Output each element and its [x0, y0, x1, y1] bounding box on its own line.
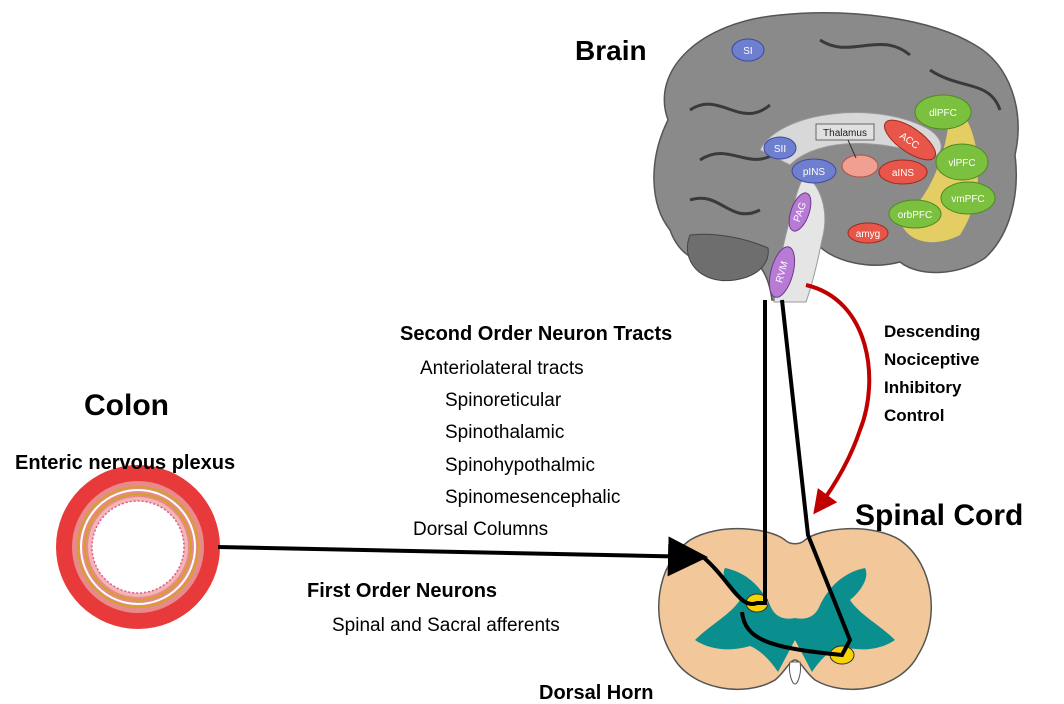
dorsal-horn-label: Dorsal Horn: [539, 682, 653, 704]
first-order-heading: First Order Neurons: [307, 580, 497, 602]
svg-text:pINS: pINS: [803, 167, 826, 178]
region-orbpfc: orbPFC: [889, 200, 941, 228]
enteric-plexus-label: Enteric nervous plexus: [15, 452, 235, 474]
region-vlpfc: vlPFC: [936, 144, 988, 180]
region-amyg: amyg: [848, 223, 888, 243]
svg-text:Thalamus: Thalamus: [823, 128, 867, 139]
brain-title: Brain: [575, 35, 647, 66]
descending-line-1: Descending: [884, 322, 980, 341]
svg-text:orbPFC: orbPFC: [898, 210, 932, 221]
first-order-neuron-line: [218, 547, 700, 557]
first-order-sub: Spinal and Sacral afferents: [332, 615, 560, 636]
descending-line-3: Inhibitory: [884, 378, 962, 397]
colon-title: Colon: [84, 389, 169, 422]
descending-line-2: Nociceptive: [884, 350, 979, 369]
spinal-cord-cross-section: [659, 529, 931, 690]
region-pins: pINS: [792, 159, 836, 183]
region-vmpfc: vmPFC: [941, 182, 995, 214]
descending-inhibitory-arrow: [806, 285, 869, 508]
region-dlpfc: dlPFC: [915, 95, 971, 129]
second-order-heading: Second Order Neuron Tracts: [400, 323, 672, 345]
region-si: SI: [732, 39, 764, 61]
tract-spinomesencephalic: Spinomesencephalic: [445, 487, 620, 508]
svg-text:dlPFC: dlPFC: [929, 108, 957, 119]
svg-text:SII: SII: [774, 144, 786, 155]
svg-text:vlPFC: vlPFC: [948, 158, 975, 169]
svg-text:amyg: amyg: [856, 229, 880, 240]
svg-text:aINS: aINS: [892, 168, 915, 179]
tract-spinothalamic: Spinothalamic: [445, 422, 564, 443]
region-ains: aINS: [879, 160, 927, 184]
descending-line-4: Control: [884, 406, 944, 425]
colon-cross-section: [56, 465, 220, 629]
tract-spinohypothalmic: Spinohypothalmic: [445, 455, 595, 476]
region-sii: SII: [764, 137, 796, 159]
tract-spinoreticular: Spinoreticular: [445, 390, 562, 411]
brain-illustration: SI SII pINS Thalamus aINS ACC dlPFC: [654, 13, 1018, 302]
dorsal-columns-label: Dorsal Columns: [413, 519, 548, 540]
svg-text:SI: SI: [743, 46, 752, 57]
anterolateral-label: Anteriolateral tracts: [420, 358, 584, 379]
svg-text:vmPFC: vmPFC: [951, 194, 984, 205]
dorsal-median-notch: [789, 662, 800, 684]
spinal-cord-title: Spinal Cord: [855, 499, 1023, 532]
